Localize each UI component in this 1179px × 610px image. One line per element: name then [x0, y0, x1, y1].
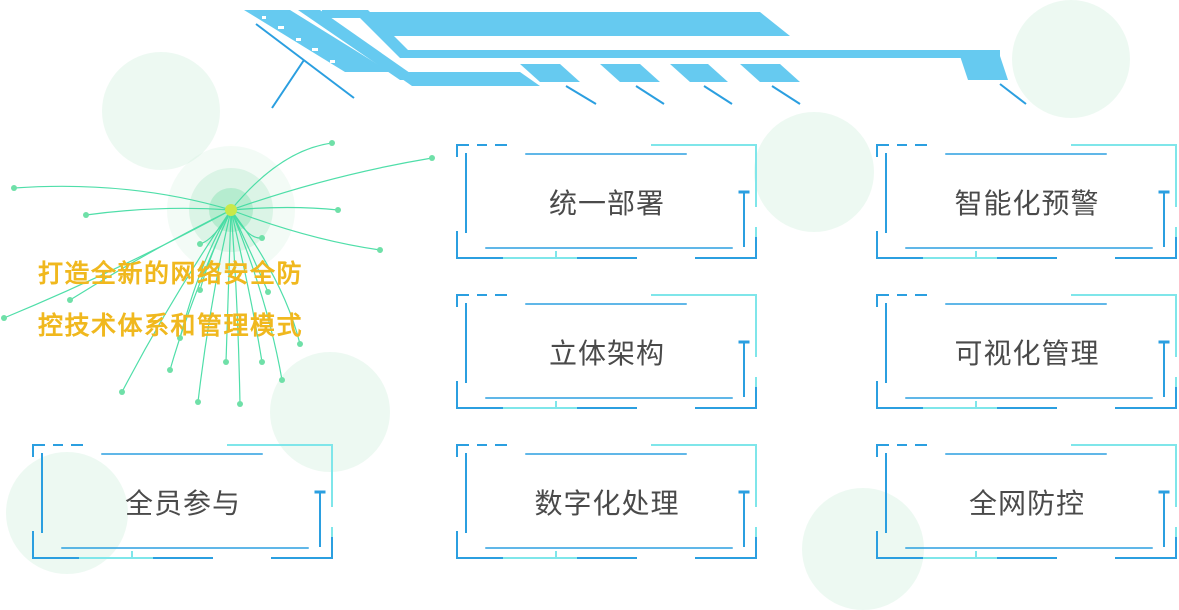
card-unified-deployment: 统一部署	[456, 144, 758, 260]
card-label: 全员参与	[124, 487, 241, 520]
headline-line-1: 打造全新的网络安全防	[38, 259, 304, 288]
bg-bubble	[6, 452, 128, 574]
card-label: 数字化处理	[534, 487, 680, 520]
headline-line-2: 控技术体系和管理模式	[38, 311, 304, 340]
card-visual-management: 可视化管理	[876, 294, 1178, 410]
card-label: 统一部署	[548, 187, 665, 220]
card-label: 全网防控	[968, 487, 1085, 520]
card-frame	[876, 444, 1177, 559]
card-network-defense: 全网防控	[876, 444, 1178, 560]
card-all-staff: 全员参与	[32, 444, 334, 560]
bg-bubble	[754, 112, 874, 232]
card-label: 可视化管理	[954, 337, 1100, 370]
card-intelligent-warning: 智能化预警	[876, 144, 1178, 260]
card-digital-processing: 数字化处理	[456, 444, 758, 560]
card-3d-architecture: 立体架构	[456, 294, 758, 410]
card-label: 立体架构	[548, 337, 665, 370]
card-frame	[876, 144, 1177, 259]
card-frame	[456, 294, 757, 409]
bg-bubble	[1012, 0, 1130, 118]
card-frame	[32, 444, 333, 559]
bg-bubble	[102, 52, 220, 170]
card-label: 智能化预警	[954, 187, 1100, 220]
bg-bubble	[270, 352, 390, 472]
card-frame	[456, 144, 757, 259]
bg-bubble	[802, 488, 924, 610]
card-frame	[876, 294, 1177, 409]
card-frame	[456, 444, 757, 559]
